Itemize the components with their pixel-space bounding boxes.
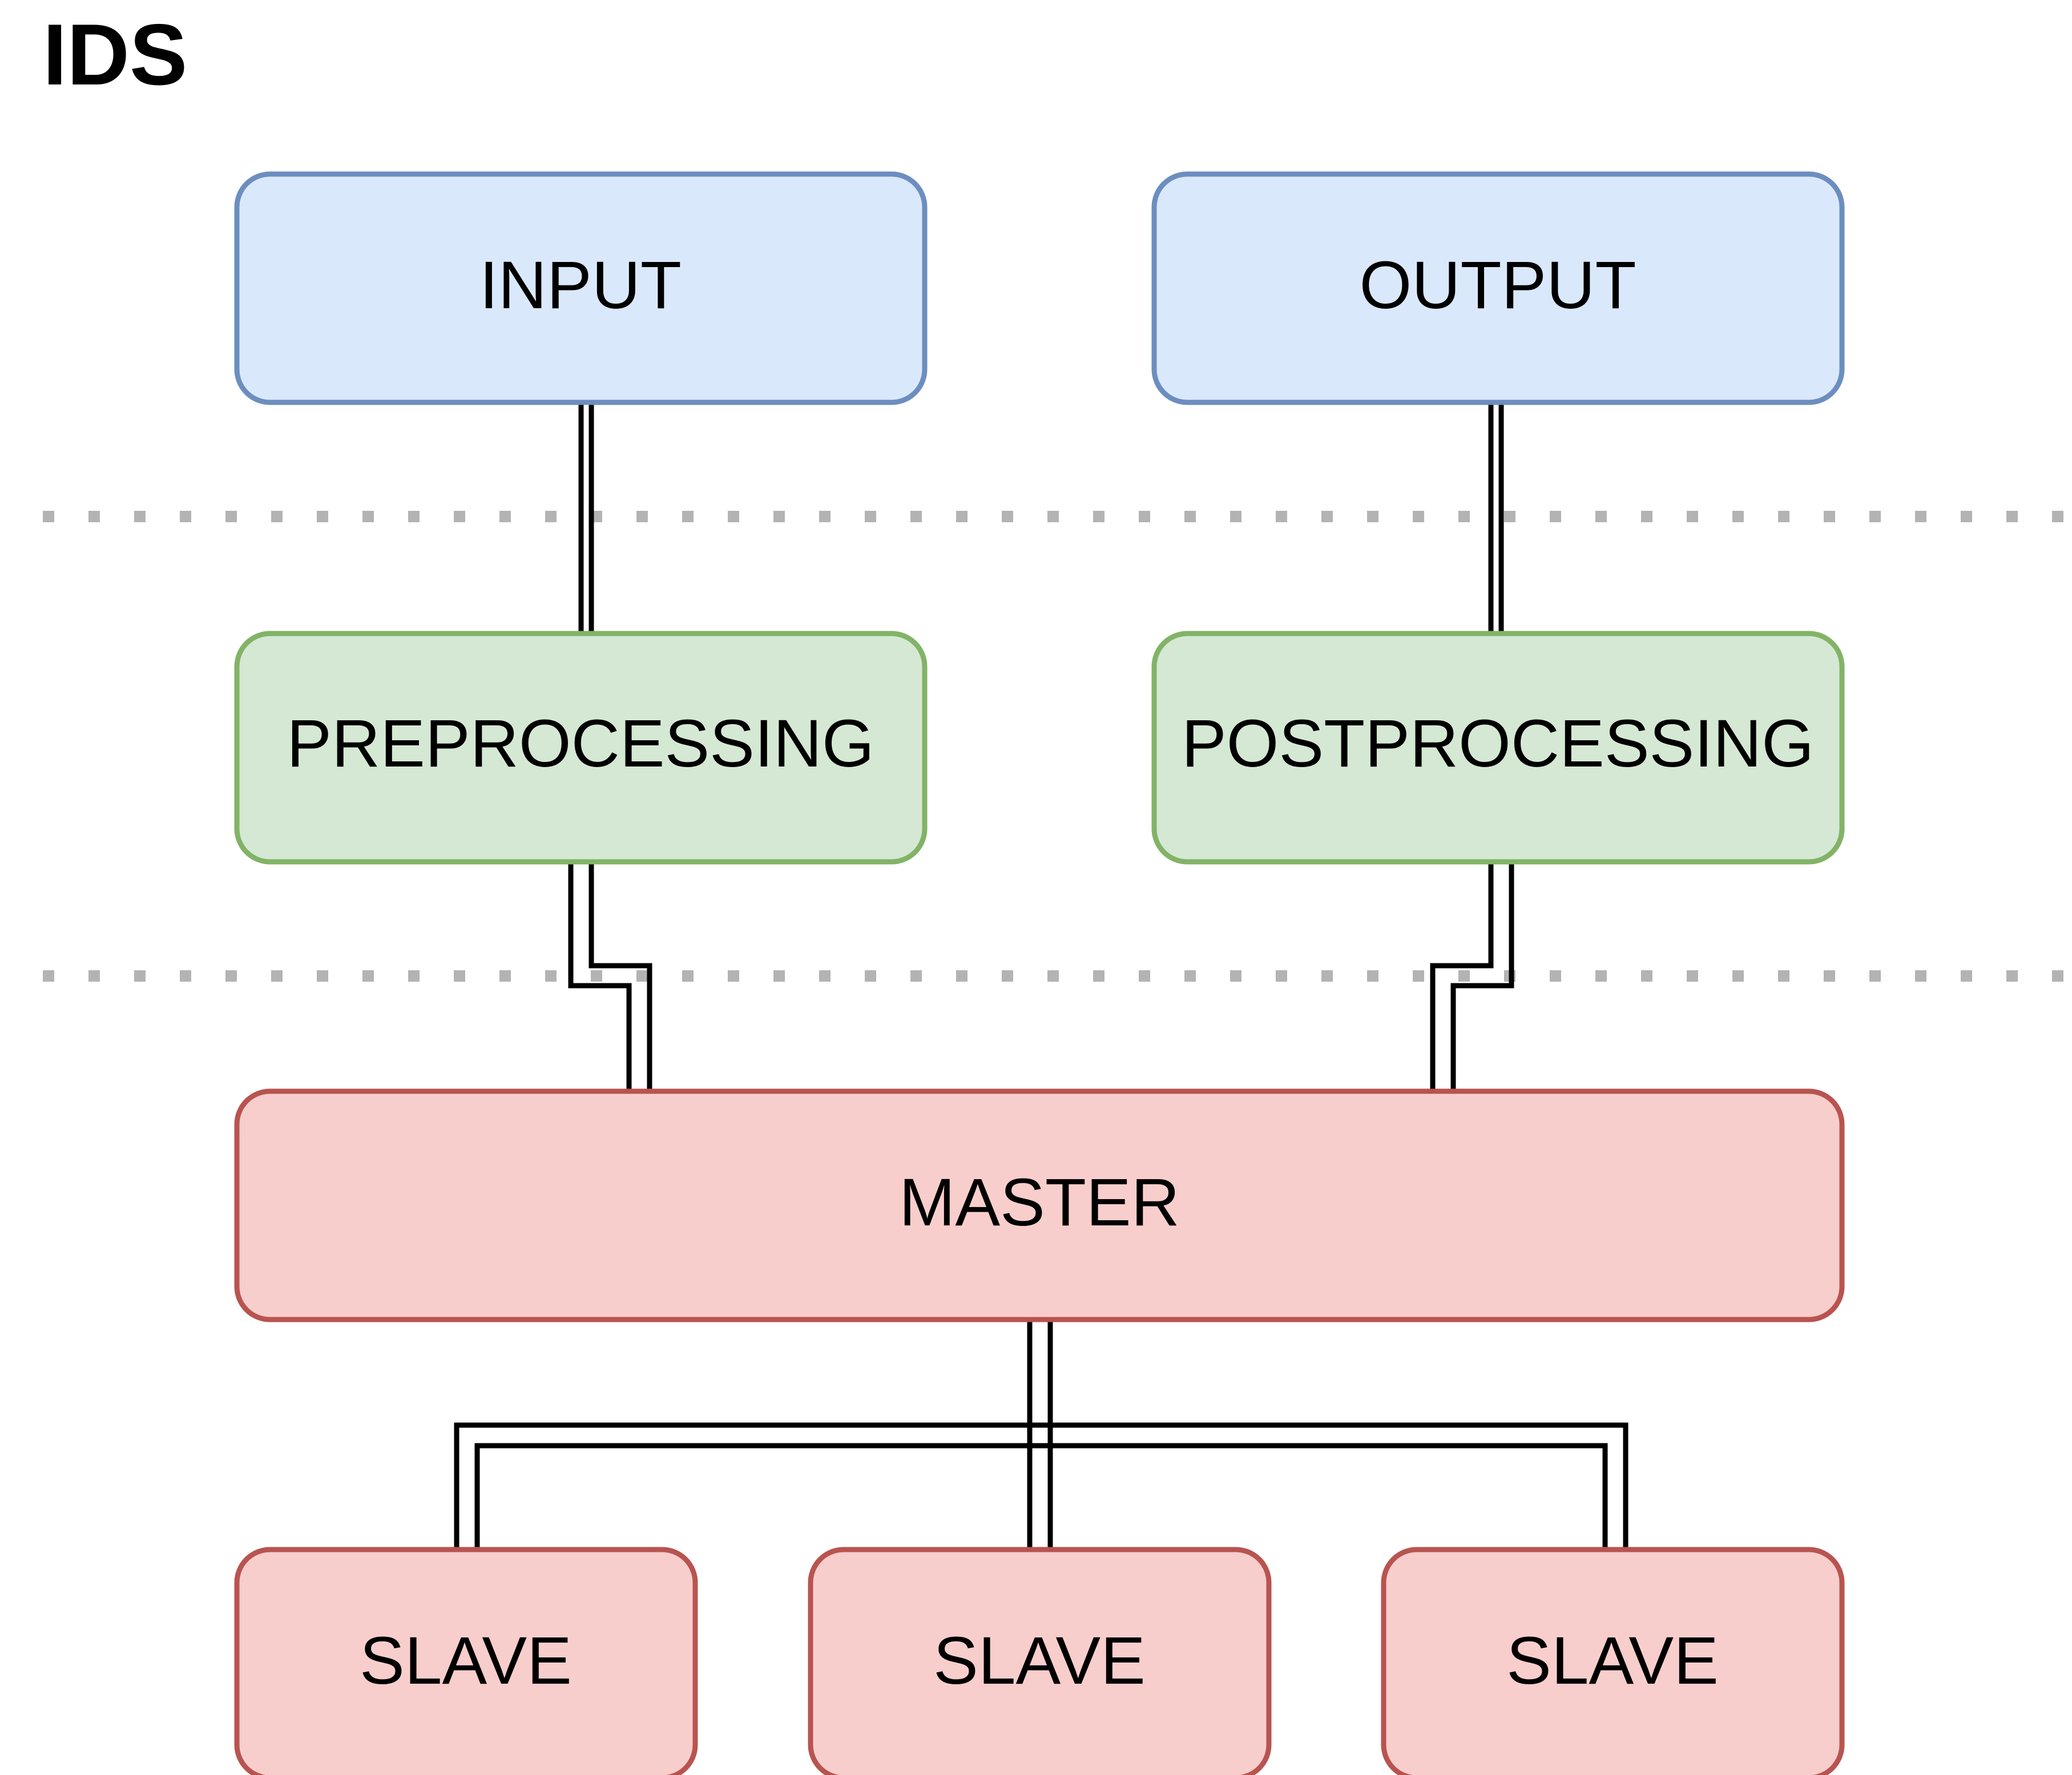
- diagram-title: IDS: [43, 6, 188, 103]
- connector-pre-master: [568, 862, 632, 1090]
- master-label: MASTER: [899, 1165, 1180, 1240]
- connector-master-slaves: [474, 1443, 1608, 1548]
- output-box: [1151, 171, 1845, 405]
- slave-label-1: SLAVE: [360, 1623, 572, 1699]
- slave-label-3: SLAVE: [1506, 1623, 1719, 1699]
- connector-post-master: [1450, 862, 1514, 1090]
- slave-label-2: SLAVE: [933, 1623, 1146, 1699]
- preprocessing-label: PREPROCESSING: [287, 706, 874, 781]
- input-box: [234, 171, 928, 405]
- slave-box-1: [234, 1547, 698, 1775]
- connector-post-master: [1430, 862, 1494, 1090]
- postprocessing-label: POSTPROCESSING: [1182, 706, 1814, 781]
- output-label: OUTPUT: [1359, 248, 1636, 323]
- slave-box-3: [1381, 1547, 1845, 1775]
- postprocessing-box: [1151, 631, 1845, 865]
- preprocessing-box: [234, 631, 928, 865]
- master-box: [234, 1088, 1845, 1322]
- slave-box-2: [808, 1547, 1272, 1775]
- connector-pre-master: [588, 862, 652, 1090]
- input-label: INPUT: [479, 248, 682, 323]
- connector-master-slaves: [454, 1422, 1628, 1548]
